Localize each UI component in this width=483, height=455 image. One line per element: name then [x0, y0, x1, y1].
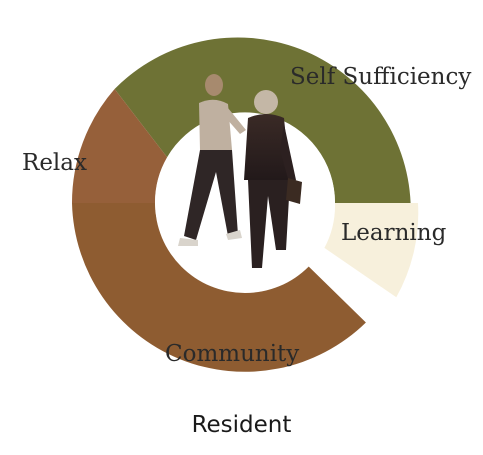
center-photo-people — [178, 74, 302, 268]
segment-learning — [324, 203, 419, 298]
segment-self-sufficiency — [114, 37, 411, 204]
label-community: Community — [165, 341, 300, 367]
segment-community — [72, 203, 366, 372]
segment-relax — [71, 89, 168, 203]
diagram-caption: Resident — [191, 412, 292, 438]
label-learning: Learning — [341, 220, 447, 246]
donut-hole — [155, 113, 335, 293]
label-self-sufficiency: Self Sufficiency — [290, 64, 472, 90]
label-relax: Relax — [22, 150, 87, 176]
